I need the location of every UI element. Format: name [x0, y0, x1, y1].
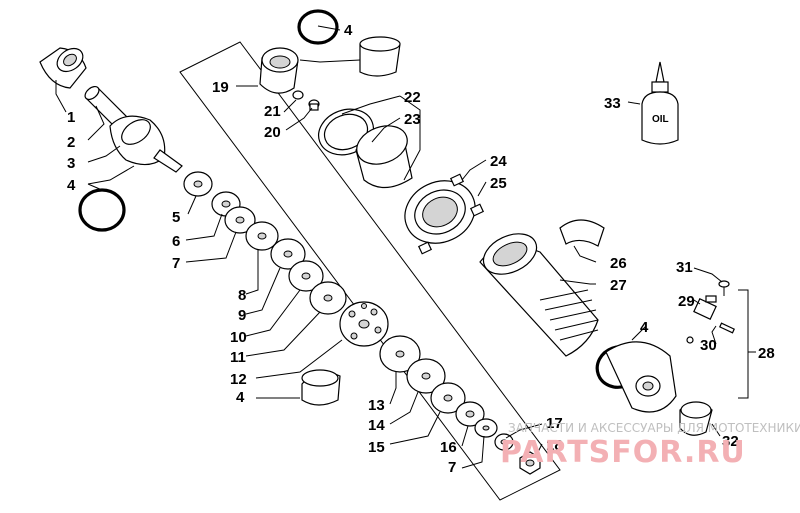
part-9-shim [270, 238, 306, 270]
callout-4: 4 [344, 22, 353, 39]
watermark: ЗАПЧАСТИ И АКСЕССУАРЫ ДЛЯ МОТОТЕХНИКИ PA… [500, 421, 800, 470]
part-1-bushing [39, 47, 87, 89]
part-10-shim [288, 260, 324, 292]
part-16-shim [455, 401, 485, 427]
part-4-band-top [359, 36, 401, 77]
callout-8: 8 [238, 287, 246, 304]
part-4-oring-left [78, 188, 126, 232]
callout-7: 7 [172, 255, 180, 272]
callout-6: 6 [172, 233, 180, 250]
callout-20: 20 [264, 124, 281, 141]
part-28-lower-body [605, 341, 677, 413]
part-4-wear-band [301, 369, 341, 406]
oil-bottle-label: OIL [652, 114, 669, 125]
callout-4: 4 [67, 177, 76, 194]
callout-4: 4 [236, 389, 245, 406]
callout-14: 14 [368, 417, 385, 434]
part-30-pin [719, 322, 735, 334]
callout-27: 27 [610, 277, 627, 294]
part-30-ball [686, 336, 694, 344]
part-22-collar [318, 108, 374, 156]
callout-3: 3 [67, 155, 75, 172]
watermark-tagline: ЗАПЧАСТИ И АКСЕССУАРЫ ДЛЯ МОТОТЕХНИКИ [508, 421, 800, 435]
callout-30: 30 [700, 337, 717, 354]
callout-9: 9 [238, 307, 246, 324]
callout-33: 33 [604, 95, 621, 112]
part-26-retainer [559, 219, 605, 247]
leader-lines [55, 25, 723, 469]
callout-23: 23 [404, 111, 421, 128]
part-32-bushing [679, 401, 713, 436]
callout-31: 31 [676, 259, 693, 276]
callout-4: 4 [640, 319, 649, 336]
part-15-shim [430, 382, 466, 414]
part-29-valve-body [693, 295, 717, 320]
part-5-washer [183, 171, 213, 197]
callout-32: 32 [722, 433, 739, 450]
callout-7: 7 [448, 459, 456, 476]
piston [339, 301, 389, 347]
callout-10: 10 [230, 329, 247, 346]
callout-2: 2 [67, 134, 75, 151]
callout-19: 19 [212, 79, 229, 96]
part-24-25-adjuster-nut [404, 173, 485, 255]
callout-21: 21 [264, 103, 281, 120]
callout-22: 22 [404, 89, 421, 106]
bracket-28 [738, 289, 749, 399]
part-20-valve [308, 99, 320, 111]
part-18-nut [519, 451, 541, 475]
callout-1: 1 [67, 109, 75, 126]
callout-29: 29 [678, 293, 695, 310]
callout-28: 28 [758, 345, 775, 362]
callout-17: 17 [546, 415, 563, 432]
callout-18: 18 [546, 437, 563, 454]
part-4-oring-top [297, 9, 339, 45]
callout-24: 24 [490, 153, 507, 170]
part-19-reservoir-cap [259, 47, 299, 94]
callout-26: 26 [610, 255, 627, 272]
part-23-collar [355, 125, 413, 189]
part-21-oring-small [292, 90, 304, 100]
part-17-washer [494, 433, 514, 451]
callout-16: 16 [440, 439, 457, 456]
part-27-shock-body [479, 233, 599, 357]
part-13-shim [379, 335, 421, 373]
part-31-screw [718, 280, 730, 296]
callout-13: 13 [368, 397, 385, 414]
part-7-shim-lower [474, 418, 498, 438]
callout-labels: 1 2 3 4 4 4 4 5 6 7 7 8 9 10 11 12 13 14… [67, 22, 775, 476]
part-33-oil-bottle: OIL [641, 61, 679, 145]
watermark-brand: PARTSFOR.RU [500, 435, 746, 470]
callout-12: 12 [230, 371, 247, 388]
callout-25: 25 [490, 175, 507, 192]
part-8-shim [245, 221, 279, 251]
part-2-3-shaft-eyelet [84, 85, 183, 173]
part-14-shim [406, 358, 446, 394]
callout-5: 5 [172, 209, 180, 226]
part-7-shim-upper [224, 206, 256, 234]
part-11-shim [309, 281, 347, 315]
callout-11: 11 [230, 349, 246, 366]
callout-15: 15 [368, 439, 385, 456]
